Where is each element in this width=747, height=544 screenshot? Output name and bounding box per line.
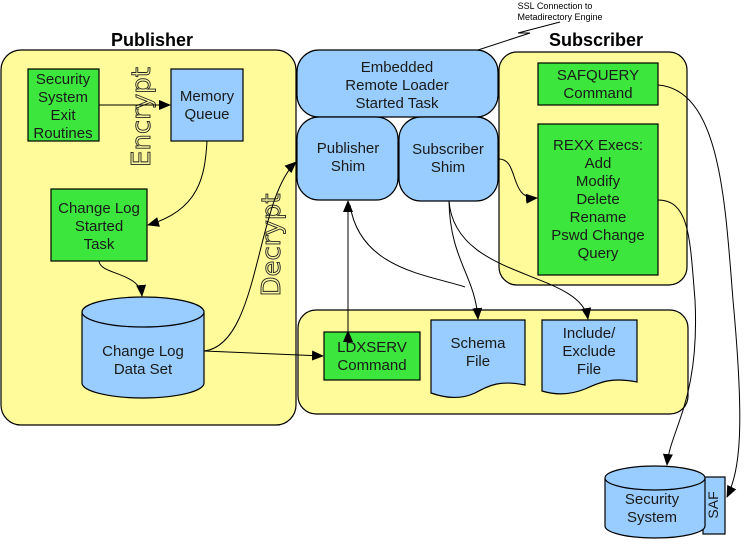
svg-text:Schema: Schema — [450, 335, 506, 352]
svg-text:Add: Add — [585, 155, 612, 172]
change-log-data-set-node[interactable]: Change Log Data Set — [81, 296, 205, 399]
svg-text:Memory: Memory — [180, 88, 235, 105]
publisher-zone — [0, 49, 297, 426]
edge-queue-to-changelog-task — [147, 140, 208, 227]
svg-text:Command: Command — [563, 85, 632, 102]
remote-loader-node[interactable]: Embedded Remote Loader Started Task — [296, 49, 499, 118]
svg-text:Started: Started — [75, 218, 123, 235]
schema-file-node[interactable]: Schema File — [430, 319, 526, 399]
encrypt-label: Encrypt — [127, 67, 157, 167]
svg-text:Query: Query — [578, 245, 619, 262]
change-log-started-task-node[interactable]: Change Log Started Task — [50, 188, 148, 262]
security-system-node[interactable]: SAF Security System — [604, 465, 726, 539]
subscriber-shim-node[interactable]: Subscriber Shim — [398, 116, 499, 202]
svg-text:Command: Command — [337, 357, 406, 374]
svg-text:Shim: Shim — [431, 159, 465, 176]
edge-dataset-to-ldxserv — [203, 350, 324, 361]
svg-text:Remote Loader: Remote Loader — [345, 77, 448, 94]
svg-text:Change Log: Change Log — [102, 343, 184, 360]
svg-text:Rename: Rename — [570, 209, 627, 226]
svg-text:System: System — [627, 509, 677, 526]
svg-text:Embedded: Embedded — [361, 59, 434, 76]
edge-dataset-to-pubshim — [203, 161, 297, 352]
safquery-command-node[interactable]: SAFQUERY Command — [537, 62, 659, 106]
svg-text:REXX Execs:: REXX Execs: — [553, 137, 643, 154]
svg-text:Shim: Shim — [331, 158, 365, 175]
svg-text:Data Set: Data Set — [114, 361, 173, 378]
svg-text:Metadirectory Engine: Metadirectory Engine — [517, 12, 602, 22]
memory-queue-node[interactable]: Memory Queue — [170, 68, 244, 142]
svg-text:Exit: Exit — [50, 107, 76, 124]
svg-text:File: File — [577, 361, 601, 378]
svg-text:Exclude: Exclude — [562, 343, 615, 360]
rexx-execs-node[interactable]: REXX Execs: Add Modify Delete Rename Psw… — [537, 123, 659, 276]
svg-text:Routines: Routines — [33, 125, 92, 142]
edge-rexx-to-security-system — [657, 199, 697, 466]
svg-text:Security: Security — [625, 491, 680, 508]
publisher-title: Publisher — [111, 30, 193, 50]
svg-text:SAFQUERY: SAFQUERY — [557, 67, 639, 84]
connectors — [98, 84, 741, 498]
svg-text:Include/: Include/ — [563, 325, 616, 342]
svg-text:Started Task: Started Task — [355, 95, 439, 112]
svg-text:LDXSERV: LDXSERV — [337, 339, 407, 356]
svg-text:Security: Security — [36, 71, 91, 88]
ssl-connection-note: SSL Connection to Metadirectory Engine — [517, 1, 602, 22]
svg-text:File: File — [466, 353, 490, 370]
saf-label: SAF — [705, 491, 721, 518]
edge-safquery-to-saf — [657, 84, 741, 498]
publisher-shim-node[interactable]: Publisher Shim — [296, 116, 399, 201]
svg-text:Publisher: Publisher — [317, 140, 380, 157]
svg-text:Pswd Change: Pswd Change — [551, 227, 644, 244]
svg-text:Delete: Delete — [576, 191, 619, 208]
edge-subshim-to-rexx — [497, 158, 538, 204]
svg-text:Subscriber: Subscriber — [412, 141, 484, 158]
edge-subshim-to-include — [448, 200, 592, 320]
svg-text:Queue: Queue — [184, 106, 229, 123]
ssl-connection-bolt — [477, 21, 561, 51]
include-exclude-file-node[interactable]: Include/ Exclude File — [541, 319, 638, 395]
subscriber-title: Subscriber — [549, 30, 643, 50]
svg-text:System: System — [38, 89, 88, 106]
svg-text:Change Log: Change Log — [58, 200, 140, 217]
svg-text:Task: Task — [84, 236, 115, 253]
svg-text:SSL Connection to: SSL Connection to — [518, 1, 593, 11]
security-exit-routines-node[interactable]: Security System Exit Routines — [27, 68, 100, 142]
ldxserv-command-node[interactable]: LDXSERV Command — [323, 331, 421, 381]
edge-subshim-to-schema — [448, 200, 483, 320]
edge-task-to-dataset — [98, 260, 147, 297]
edge-pubshim-to-schema — [349, 204, 466, 288]
svg-text:Modify: Modify — [576, 173, 621, 190]
